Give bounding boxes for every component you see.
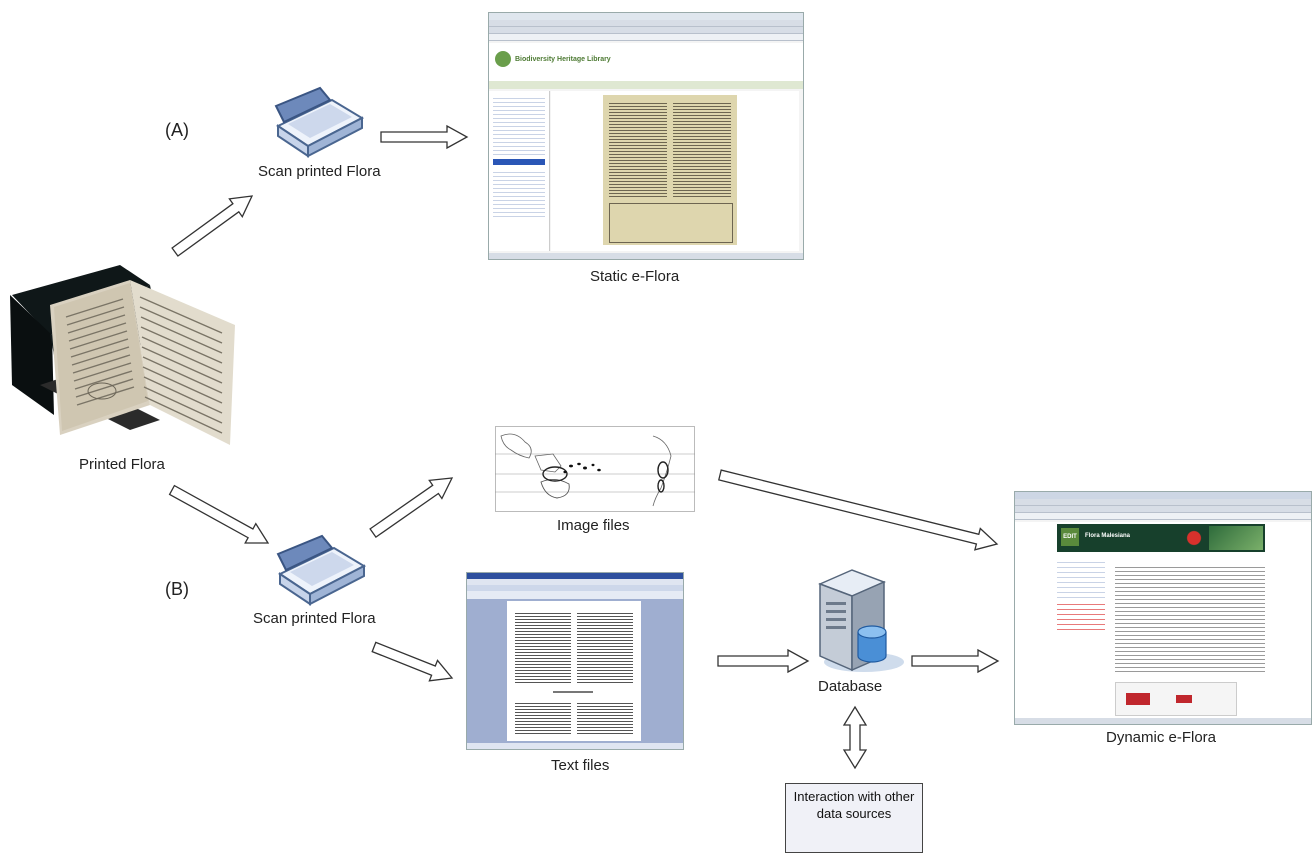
arrow-database-to-dynamic	[911, 648, 1000, 674]
arrow-book-to-scan-a	[171, 195, 254, 257]
bhl-logo-icon	[495, 51, 511, 67]
printed-flora-book-image	[10, 265, 235, 445]
route-b-label: (B)	[165, 579, 189, 599]
arrow-database-interaction	[842, 705, 868, 770]
scanned-page	[603, 95, 737, 245]
text-files-screenshot	[466, 572, 684, 750]
flower-image	[1181, 528, 1207, 548]
database-label: Database	[818, 678, 883, 695]
scanner-b-icon	[276, 534, 367, 606]
image-files-map	[495, 426, 695, 512]
arrow-text-to-database	[717, 648, 810, 674]
edit-logo: EDIT	[1061, 528, 1079, 546]
scanner-a-icon	[274, 86, 365, 158]
arrow-scan-b-to-text	[371, 641, 454, 682]
arrow-book-to-scan-b	[168, 484, 270, 544]
printed-flora-label: Printed Flora	[79, 456, 165, 473]
scan-a-label: Scan printed Flora	[258, 163, 381, 180]
dynamic-eflora-screenshot: EDIT Flora Malesiana	[1014, 491, 1312, 725]
text-files-label: Text files	[551, 757, 610, 774]
database-server-icon	[818, 569, 904, 672]
interaction-box: Interaction with other data sources	[785, 783, 923, 853]
static-eflora-screenshot: Biodiversity Heritage Library	[488, 12, 804, 260]
arrow-scan-a-to-static	[380, 124, 469, 150]
dynamic-eflora-label: Dynamic e-Flora	[1106, 729, 1217, 746]
static-eflora-label: Static e-Flora	[590, 268, 680, 285]
image-files-label: Image files	[557, 517, 630, 534]
scan-b-label: Scan printed Flora	[253, 610, 376, 627]
route-a-label: (A)	[165, 120, 189, 140]
dynamic-site-title: Flora Malesiana	[1085, 533, 1131, 539]
arrow-scan-b-to-images	[369, 477, 454, 539]
arrow-images-to-dynamic	[718, 469, 999, 551]
static-site-title: Biodiversity Heritage Library	[515, 56, 611, 63]
